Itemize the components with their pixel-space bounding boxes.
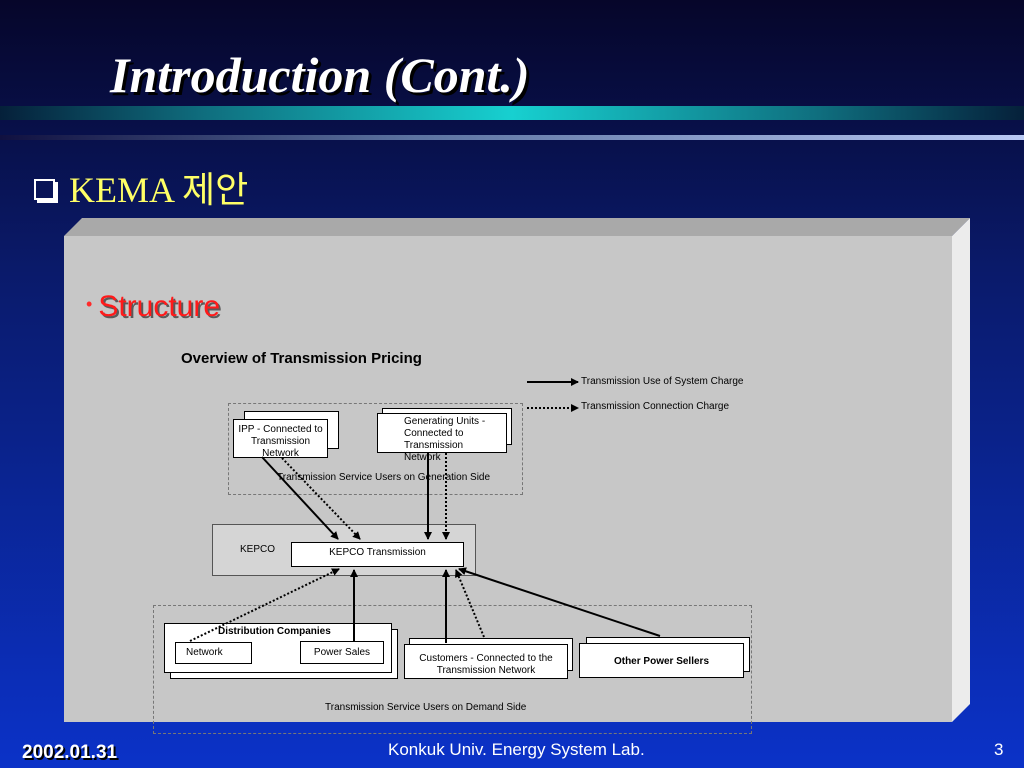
checkbox-bullet-icon [34,179,55,200]
generation-side-area [228,403,523,495]
subheading-text: KEMA 제안 [69,170,249,210]
title-underline-bar [0,106,1024,120]
bullet-text: Structure [98,290,221,323]
demand-side-area [153,605,752,734]
kepco-transmission-box: KEPCO Transmission [291,542,464,567]
title-divider-line [0,135,1024,140]
arrow-network-dotted [189,568,340,642]
subheading: KEMA 제안 [34,161,248,213]
distribution-label: Distribution Companies [218,626,331,637]
slide-title: Introduction (Cont.) [110,47,530,103]
diagram-title: Overview of Transmission Pricing [181,350,422,367]
kepco-label: KEPCO [240,544,276,555]
generation-side-label: Transmission Service Users on Generation… [277,472,491,483]
arrow-customers-dotted [455,569,485,638]
other-sellers-box: Other Power Sellers [579,643,744,678]
demand-side-label: Transmission Service Users on Demand Sid… [325,702,527,713]
network-box: Network [175,642,252,664]
power-sales-box: Power Sales [300,641,384,664]
legend-dotted-label: Transmission Connection Charge [581,401,730,412]
footer-date: 2002.01.31 [22,742,118,763]
panel-bevel-side [952,218,970,722]
bullet-dot-icon: • [86,294,93,314]
legend-solid-label: Transmission Use of System Charge [581,376,744,387]
ipp-box: IPP - Connected to Transmission Network [233,419,328,459]
panel-bevel-top [64,218,970,236]
arrow-other-sellers-solid [458,567,661,637]
page-number: 3 [994,740,1004,759]
footer-organization: Konkuk Univ. Energy System Lab. [388,740,645,759]
bullet-item: •Structure [86,290,220,324]
generating-units-box: Generating Units - Connected to Transmis… [377,413,507,463]
customers-box: Customers - Connected to the Transmissio… [404,644,568,679]
arrow-ipp-dotted [281,457,361,540]
arrow-ipp-solid [261,456,339,540]
